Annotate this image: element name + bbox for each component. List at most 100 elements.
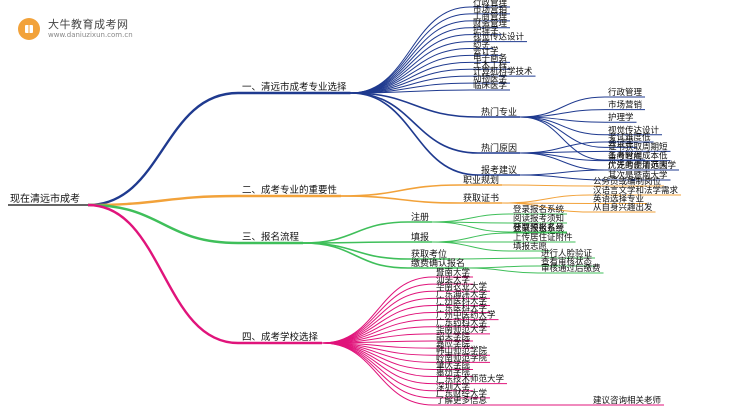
s3-register: 注册 xyxy=(411,211,429,223)
s3-get-seat-link xyxy=(303,242,409,260)
s2-cert-item: 汉语言文学和法学需求 xyxy=(593,185,679,196)
s1-major: 行政管理 xyxy=(473,0,508,8)
s1-hot-reasons-link xyxy=(350,92,479,154)
s3-confirm-item-link xyxy=(468,265,539,269)
s3-fill: 填报 xyxy=(411,231,429,243)
s1-hot-item: 视觉传达设计 xyxy=(608,125,660,136)
s4-school: 岭南师范学院 xyxy=(436,352,488,363)
s4-school: 广东海洋大学 xyxy=(436,288,488,299)
s1-hot-item: 护理学 xyxy=(608,112,634,123)
s4-note: 建议咨询相关老师 xyxy=(593,395,662,406)
s1-major: 视觉传达设计 xyxy=(473,32,525,43)
s1-hot-majors: 热门专业 xyxy=(481,106,517,118)
s3-fill-item: 填报志愿 xyxy=(513,241,548,252)
s4-school: 汕头大学 xyxy=(436,274,471,285)
s3-register-item: 阅读报考须知 xyxy=(513,213,564,224)
s1-major: 电子商务 xyxy=(473,52,508,63)
s4-school: 暨南大学 xyxy=(436,267,471,278)
s1-major-link xyxy=(350,68,471,94)
s3-register-item-link xyxy=(432,213,511,223)
s4-school: 广州医科大学 xyxy=(436,295,488,306)
s2-career-item-link xyxy=(502,184,591,187)
s1-major: 计算机科学技术 xyxy=(473,66,533,77)
s1-major-link xyxy=(350,48,471,94)
root-topic: 现在清远市成考 xyxy=(10,192,80,205)
s3-fill-item: 登录报名系统 xyxy=(513,223,565,234)
s1-advice-link xyxy=(350,92,479,176)
section-2-title: 二、成考专业的重要性 xyxy=(242,184,338,196)
s1-major: 护理学 xyxy=(473,25,499,36)
s1-hot-item: 工商管理 xyxy=(608,150,643,161)
s4-school-link xyxy=(322,342,434,406)
s3-register-item-link xyxy=(432,221,511,233)
s4-school-link xyxy=(322,342,434,399)
s3-fill-item: 上传居住证附件 xyxy=(513,232,573,243)
s4-school: 肇庆学院 xyxy=(436,359,471,370)
section-2-title-link xyxy=(87,194,239,207)
section-1-title-link xyxy=(87,91,239,207)
s4-school-link xyxy=(322,304,434,344)
s1-major: 工商管理 xyxy=(473,11,508,22)
s1-major-link xyxy=(350,89,471,94)
s4-school-link xyxy=(322,342,434,392)
logo-name: 大牛教育成考网 xyxy=(48,18,129,31)
book-icon xyxy=(18,18,40,40)
section-4-title-link xyxy=(87,203,239,345)
s1-major: 会计学 xyxy=(473,45,499,56)
s2-cert-item-link xyxy=(502,194,591,204)
section-4-title: 四、成考学校选择 xyxy=(242,331,319,343)
s1-major: 临床医学 xyxy=(473,80,508,91)
s4-school: 广州中医药大学 xyxy=(436,310,496,321)
s1-hot-item-link xyxy=(520,116,606,161)
logo-url: www.daniuzixun.com.cn xyxy=(48,31,133,39)
section-3-title-link xyxy=(87,203,239,245)
s3-confirm-item: 查看审核状态 xyxy=(541,256,593,267)
s3-confirm: 缴费确认报名 xyxy=(411,257,465,269)
s4-school: 华南师范大学 xyxy=(436,324,488,335)
s2-cert-item: 从自身兴趣出发 xyxy=(593,202,653,213)
s4-school: 了解更多信息 xyxy=(436,395,488,406)
s1-major: 市场营销 xyxy=(473,4,508,15)
s4-school-link xyxy=(322,276,434,344)
s3-confirm-item-link xyxy=(468,267,539,274)
s3-register-link xyxy=(303,221,409,244)
s2-cert-item-link xyxy=(502,202,591,213)
s1-advice-item: 优先考虑清远大学 xyxy=(608,160,677,171)
s1-hot-item: 市场营销 xyxy=(608,100,643,111)
s2-cert-link xyxy=(341,195,461,204)
s2-cert: 获取证书 xyxy=(463,193,499,204)
s4-school: 嘉应学院 xyxy=(436,338,471,349)
s4-school-link xyxy=(322,319,434,344)
s4-school: 广东财经大学 xyxy=(436,388,488,399)
s1-reason-item-link xyxy=(520,152,606,171)
s2-cert-item: 英语选择专业 xyxy=(593,194,644,205)
s4-school-link xyxy=(322,342,434,370)
site-logo[interactable]: 大牛教育成考网 www.daniuzixun.com.cn xyxy=(18,18,133,40)
s2-career-link xyxy=(341,184,461,197)
s4-school: 深圳大学 xyxy=(436,381,471,392)
s1-advice: 报考建议 xyxy=(481,164,517,176)
s3-fill-item-link xyxy=(432,241,511,252)
s1-reason-item: 广泛的使用范围 xyxy=(608,160,668,171)
s4-school: 广东技术师范大学 xyxy=(436,374,505,385)
s4-school: 广东医科大学 xyxy=(436,303,488,314)
s1-major: 动物医学 xyxy=(473,73,508,84)
s4-school: 广东药科大学 xyxy=(436,317,488,328)
s3-get-seat-item-link xyxy=(450,257,539,260)
s3-confirm-link xyxy=(303,242,409,269)
s1-advice-item-link xyxy=(520,174,606,181)
s3-fill-item-link xyxy=(432,232,511,243)
s1-major: 药学 xyxy=(473,39,491,50)
s1-reason-item-link xyxy=(520,152,606,162)
s1-reason-item: 考试难度低 xyxy=(608,132,651,143)
s1-hot-reasons: 热门原因 xyxy=(481,142,517,154)
s1-hot-majors-link xyxy=(350,92,479,118)
s4-school: 华南农业大学 xyxy=(436,281,488,292)
s1-hot-item: 行政管理 xyxy=(608,87,643,98)
s1-advice-item: 其次是暨南大学 xyxy=(608,170,668,181)
s3-get-seat-item: 进行人脸验证 xyxy=(541,248,593,259)
s3-confirm-item: 审核通过后缴费 xyxy=(541,263,601,274)
s1-reason-item: 备考时间成本低 xyxy=(608,151,668,162)
